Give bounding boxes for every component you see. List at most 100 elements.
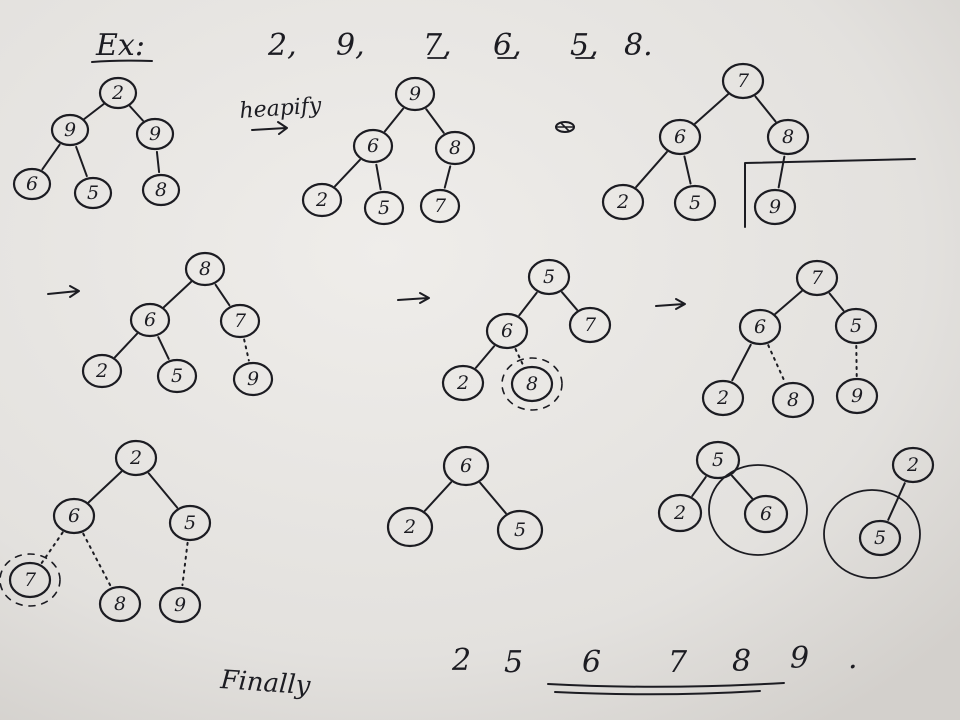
node-circle (168, 504, 212, 542)
heap-node: 5 (168, 504, 212, 542)
node-value: 5 (543, 266, 555, 288)
node-circle (50, 113, 90, 147)
heap-node: 9 (158, 586, 202, 624)
node-circle (158, 586, 202, 624)
tree-edge (774, 290, 803, 315)
subtree-circle (708, 464, 808, 556)
heap-node: 6 (52, 497, 96, 535)
tree-edge (828, 292, 845, 312)
node-value: 5 (184, 512, 196, 534)
node-circle (98, 585, 142, 623)
subtree-circle (823, 489, 921, 579)
node-circle (386, 506, 434, 548)
tree-step-6: 6 2 5 (386, 445, 544, 551)
node-circle (442, 445, 490, 487)
heap-node: 2 (81, 353, 123, 389)
node-circle (891, 446, 935, 484)
sorted-value: 9 (790, 641, 809, 676)
heap-node: 5 (496, 509, 544, 551)
tree-edge (691, 476, 707, 497)
node-circle (363, 190, 405, 226)
scribble-ring (501, 357, 563, 411)
node-value: 2 (403, 516, 416, 538)
heap-node: 2 (441, 364, 485, 402)
node-circle (52, 497, 96, 535)
tree-edge (479, 481, 507, 515)
node-value: 7 (24, 569, 37, 591)
node-value: 9 (769, 196, 781, 218)
node-circle (141, 173, 181, 207)
node-value: 5 (171, 365, 183, 387)
heap-node: 5 (695, 440, 741, 480)
ex-underline (91, 59, 153, 63)
heap-node: 8 (141, 173, 181, 207)
node-value: 6 (760, 503, 772, 525)
node-value: 8 (787, 389, 799, 411)
node-value: 9 (851, 385, 863, 407)
tree-edge (731, 343, 752, 382)
heap-node: 5 (527, 258, 571, 296)
node-value: 7 (737, 70, 750, 92)
tree-edge (87, 470, 123, 504)
node-circle (771, 381, 815, 419)
heap-node: 6 (12, 167, 52, 201)
tree-edge (754, 95, 777, 123)
node-circle (129, 302, 171, 338)
node-circle (394, 76, 436, 112)
heap-node: 6 (129, 302, 171, 338)
node-value: 5 (514, 519, 526, 541)
tree-edge (474, 345, 496, 369)
finally-label: Finally (219, 665, 312, 701)
heap-node: 5 (823, 489, 921, 579)
node-circle (743, 494, 789, 534)
heap-node: 7 (795, 259, 839, 297)
node-circle (135, 117, 175, 151)
heapify-label: heapify (239, 93, 323, 124)
tree-edge (887, 482, 906, 521)
tree-edge (75, 145, 88, 178)
tree-edge (443, 165, 452, 189)
node-circle (568, 306, 612, 344)
node-value: 9 (64, 119, 76, 141)
removal-bracket (744, 158, 916, 228)
node-value: 2 (673, 502, 686, 524)
node-value: 5 (712, 449, 724, 471)
heap-node: 9 (835, 377, 879, 415)
node-circle (657, 493, 703, 533)
node-value: 2 (906, 454, 919, 476)
tree-edge (129, 105, 144, 122)
tree-step-7: 5 2 6 (657, 440, 808, 556)
tree-edge (147, 472, 179, 509)
node-value: 9 (247, 368, 259, 390)
heap-node: 8 (434, 130, 476, 166)
node-value: 6 (460, 455, 472, 477)
heap-node: 9 (135, 117, 175, 151)
heap-node: 5 (156, 358, 198, 394)
heap-node: 8 (98, 585, 142, 623)
node-value: 5 (87, 182, 99, 204)
heap-node: 5 (73, 176, 113, 210)
heap-node: 7 (568, 306, 612, 344)
heap-node: 2 (114, 439, 158, 477)
node-circle (738, 308, 782, 346)
node-circle (496, 509, 544, 551)
heap-node: 8 (501, 357, 563, 411)
tree-edge (375, 163, 382, 191)
node-circle (510, 365, 554, 403)
heap-node: 2 (301, 182, 343, 218)
heap-node: 2 (98, 76, 138, 110)
heap-node: 7 (721, 62, 765, 100)
heap-node: 2 (601, 183, 645, 221)
removed-edge (767, 344, 786, 383)
heap-node: 7 (219, 303, 261, 339)
input-item: 9, (336, 28, 365, 63)
node-value: 2 (616, 191, 629, 213)
tree-edge (683, 155, 692, 185)
removed-edge (181, 541, 189, 587)
node-value: 7 (811, 267, 824, 289)
tree-step-8: 25 (823, 446, 935, 579)
tree-edge (114, 332, 138, 359)
node-value: 2 (95, 360, 108, 382)
